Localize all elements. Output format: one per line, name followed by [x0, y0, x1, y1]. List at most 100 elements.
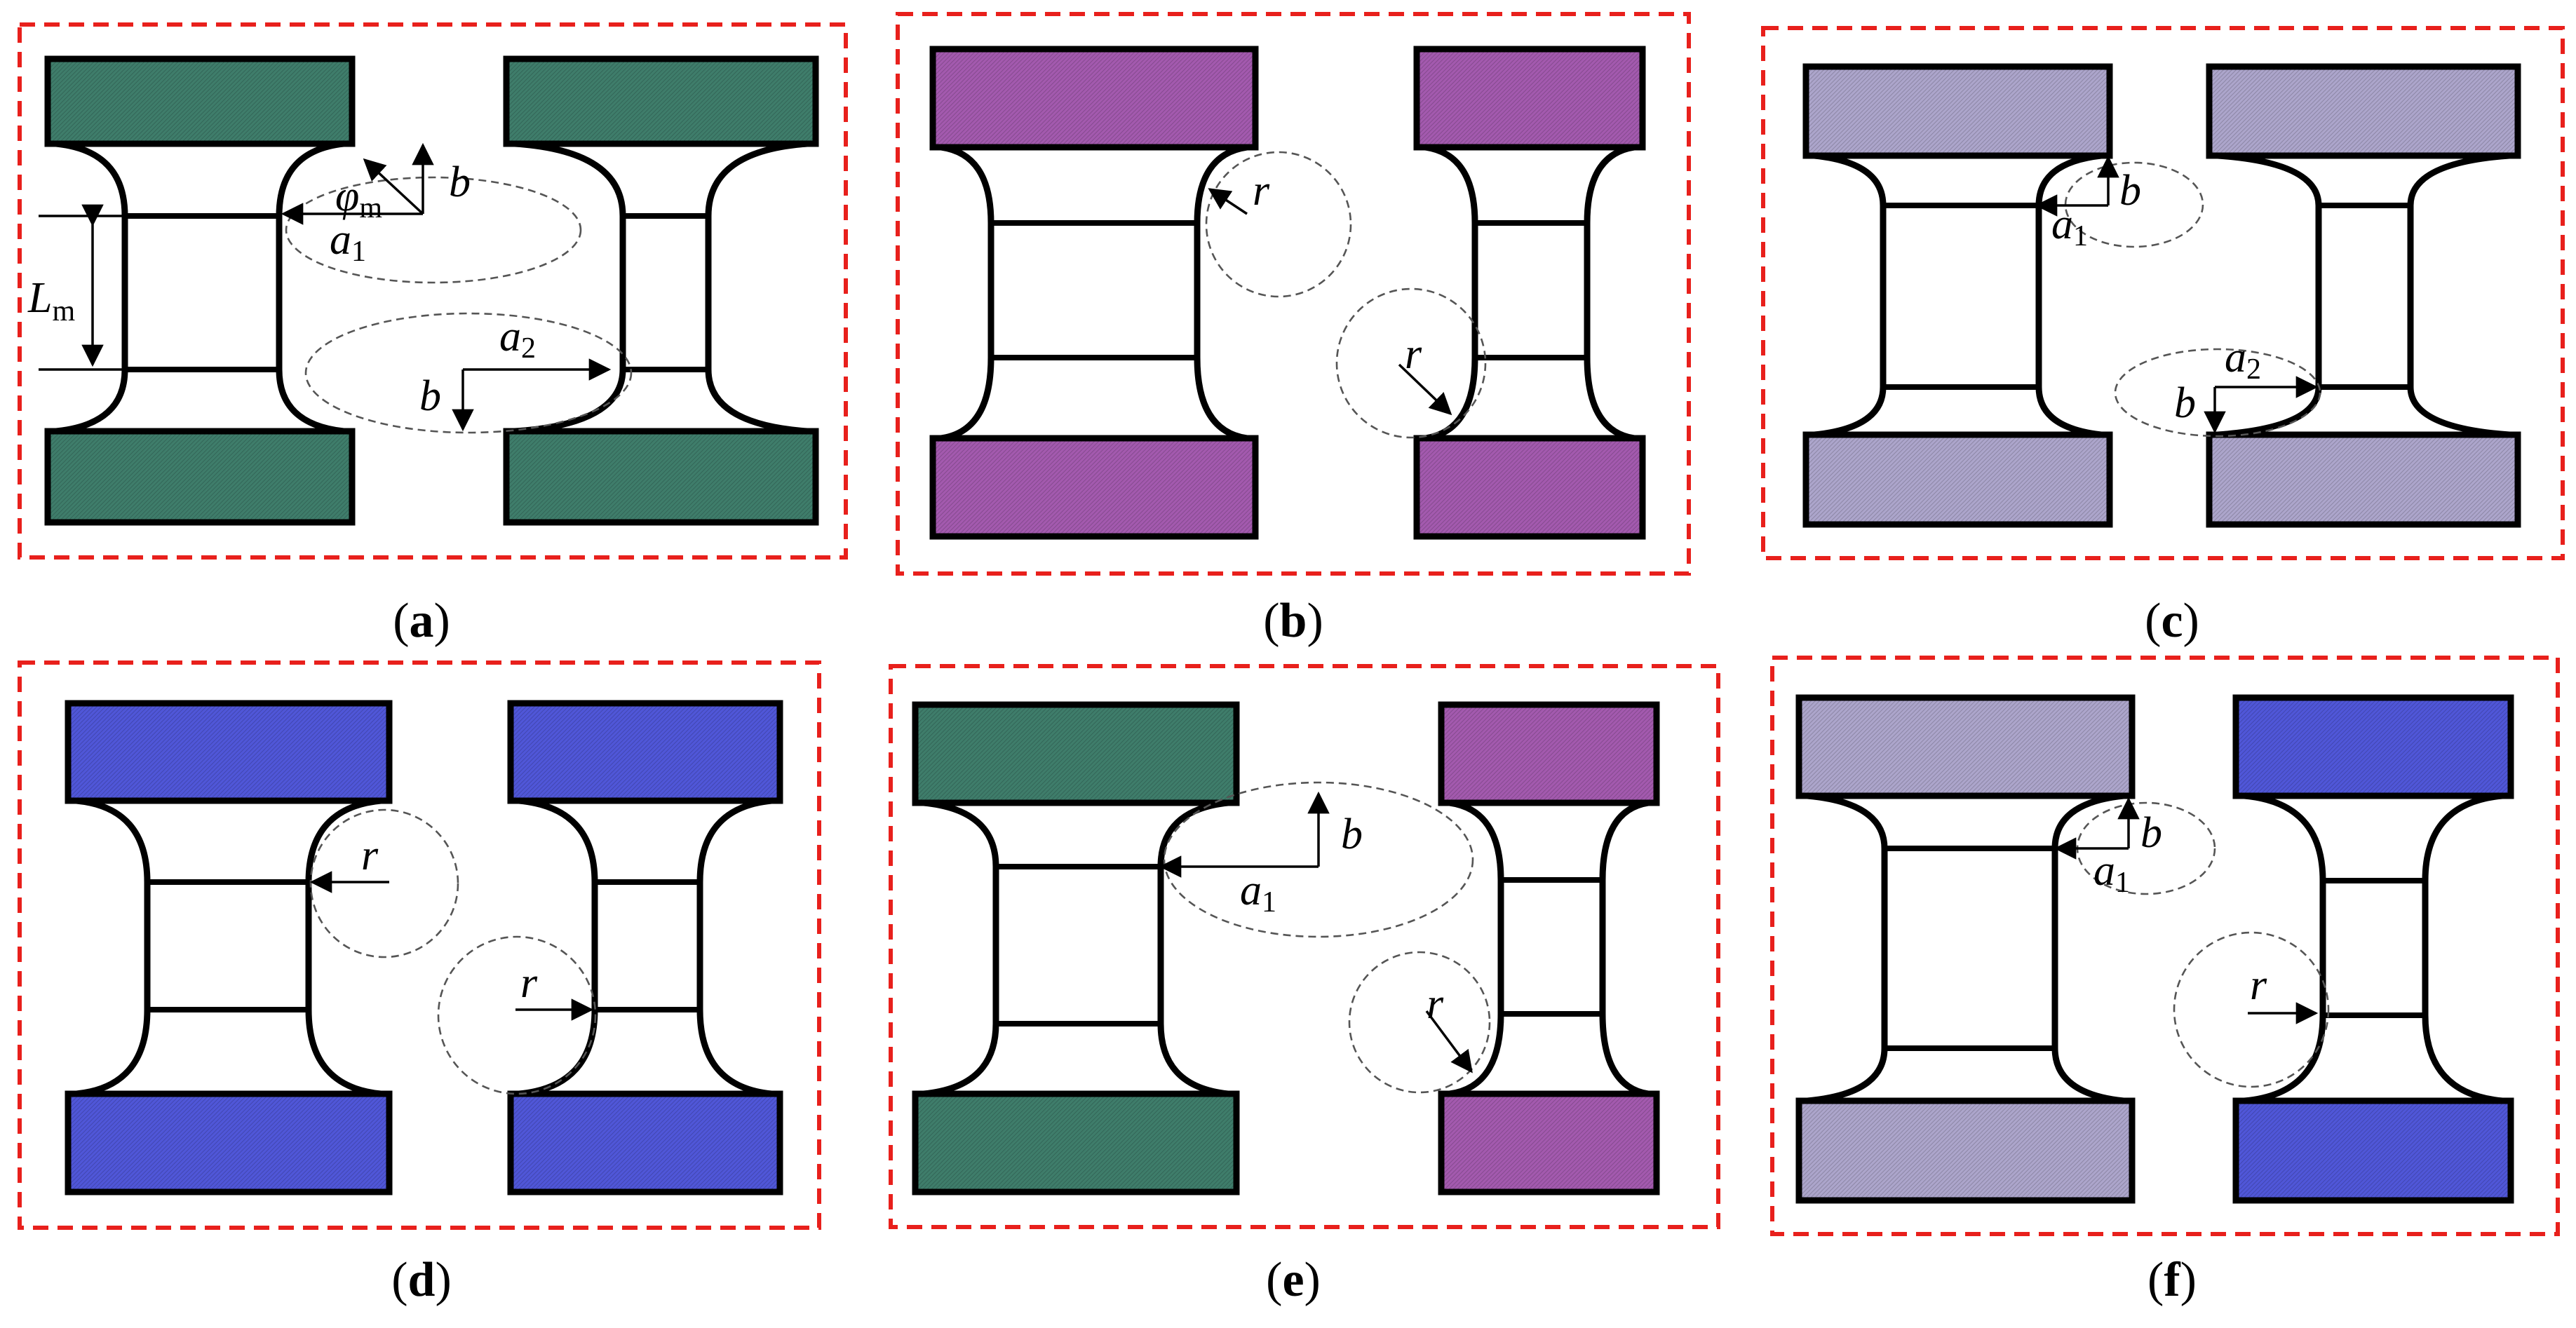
panel-f: [1770, 656, 2560, 1236]
unit-left-d: [65, 700, 393, 1195]
caption-a: (a): [393, 594, 450, 648]
label-b-e: b: [1341, 811, 1363, 858]
unit-left-e: [912, 701, 1240, 1195]
circle-d2: [437, 935, 597, 1095]
bottom-bar-texture: [68, 1094, 389, 1192]
panel-c: [1761, 26, 2565, 560]
r-arrow-b-top: [1208, 188, 1248, 215]
label-b-c-top: b: [2119, 167, 2141, 215]
label-phi-m: φm: [335, 172, 382, 224]
unit-left-b: [929, 46, 1259, 540]
top-bar-texture: [915, 705, 1236, 803]
caption-c: (c): [2145, 594, 2199, 648]
caption-f: (f): [2147, 1253, 2197, 1307]
caption-b: (b): [1263, 594, 1323, 648]
label-Lm: Lm: [27, 274, 75, 327]
bottom-bar-texture: [2236, 1101, 2511, 1200]
core-outline: [511, 140, 811, 435]
top-bar-texture: [2236, 698, 2511, 796]
top-bar-texture: [1417, 49, 1643, 147]
panel-frame-f: [1770, 656, 2560, 1236]
unit-right-b: [1413, 46, 1646, 540]
unit-right-f: [2232, 694, 2514, 1204]
annotations-f: b a1 r: [2054, 797, 2330, 1088]
core-outline: [1811, 152, 2105, 438]
top-bar-texture: [68, 703, 389, 801]
core-outline: [938, 144, 1250, 442]
annotations-b: r r: [1205, 151, 1487, 439]
label-a2-a: a2: [499, 313, 536, 365]
panel-d: [18, 660, 821, 1230]
top-bar-texture: [48, 59, 352, 144]
core-outline: [73, 797, 384, 1097]
bottom-bar-texture: [1799, 1101, 2132, 1200]
bottom-bar-texture: [511, 1094, 780, 1192]
label-r-d-bottom: r: [520, 959, 538, 1007]
circle-f2: [2173, 931, 2330, 1088]
ellipse-c1: [2064, 161, 2204, 248]
label-r-b-top: r: [1253, 167, 1270, 215]
top-bar-texture: [933, 49, 1255, 147]
core-outline: [2214, 152, 2513, 438]
circle-d1: [309, 808, 459, 958]
label-r-f: r: [2250, 961, 2267, 1009]
core-outline: [1446, 799, 1652, 1097]
annotations-d: r r: [309, 808, 597, 1095]
core-outline: [1804, 792, 2127, 1104]
label-b-a-top: b: [449, 158, 471, 206]
r-arrow-e: [1425, 1010, 1473, 1073]
panel-b: [896, 12, 1691, 576]
core-outline: [2241, 792, 2506, 1104]
top-bar-texture: [1799, 698, 2132, 796]
bottom-bar-texture: [933, 438, 1255, 536]
ellipse-a2: [304, 312, 633, 434]
bottom-bar-texture: [1417, 438, 1643, 536]
bottom-bar-texture: [2209, 435, 2518, 524]
label-r-e: r: [1427, 980, 1444, 1028]
caption-d: (d): [391, 1253, 452, 1307]
panel-frame-d: [18, 660, 821, 1230]
ellipse-a1: [285, 176, 582, 284]
panel-frame-e: [889, 664, 1720, 1229]
top-bar-texture: [506, 59, 816, 144]
annotations-e: b a1 r: [1159, 781, 1491, 1094]
ellipse-c2: [2114, 348, 2321, 438]
core-outline: [920, 799, 1232, 1097]
bottom-bar-texture: [1806, 435, 2110, 524]
phi-arrow: [363, 158, 424, 215]
annotations-a: Lm φm b a1 a2 b: [27, 142, 633, 434]
unit-right-a: [503, 55, 819, 526]
circle-e2: [1348, 951, 1491, 1094]
top-bar-texture: [511, 703, 780, 801]
top-bar-texture: [1806, 67, 2110, 156]
label-a1-e: a1: [1240, 867, 1276, 919]
panel-a: [18, 22, 848, 560]
label-b-a-bottom: b: [419, 372, 441, 420]
unit-left-f: [1795, 694, 2136, 1204]
unit-right-e: [1438, 701, 1660, 1195]
label-r-b-bottom: r: [1405, 330, 1422, 378]
bottom-bar-texture: [915, 1094, 1236, 1192]
unit-left-a: [44, 55, 356, 526]
label-a1-c: a1: [2051, 201, 2088, 252]
circle-b1: [1205, 151, 1352, 298]
unit-right-c: [2206, 63, 2521, 528]
panel-frame-c: [1761, 26, 2565, 560]
unit-left-c: [1802, 63, 2113, 528]
label-a1-f: a1: [2093, 847, 2130, 899]
r-arrow-b-bottom: [1398, 363, 1452, 416]
annotations-c: b a1 a2 b: [2035, 155, 2321, 438]
panel-frame-a: [18, 22, 848, 560]
core-outline: [53, 140, 347, 435]
bottom-bar-texture: [1441, 1094, 1657, 1192]
panel-frame-b: [896, 12, 1691, 576]
bottom-bar-texture: [506, 431, 816, 522]
label-a2-c: a2: [2225, 334, 2261, 386]
top-bar-texture: [1441, 705, 1657, 803]
label-b-f: b: [2140, 809, 2162, 857]
label-a1-a: a1: [330, 216, 366, 268]
label-r-d-top: r: [361, 832, 379, 879]
label-b-c-bottom: b: [2174, 379, 2196, 427]
unit-right-d: [507, 700, 783, 1195]
